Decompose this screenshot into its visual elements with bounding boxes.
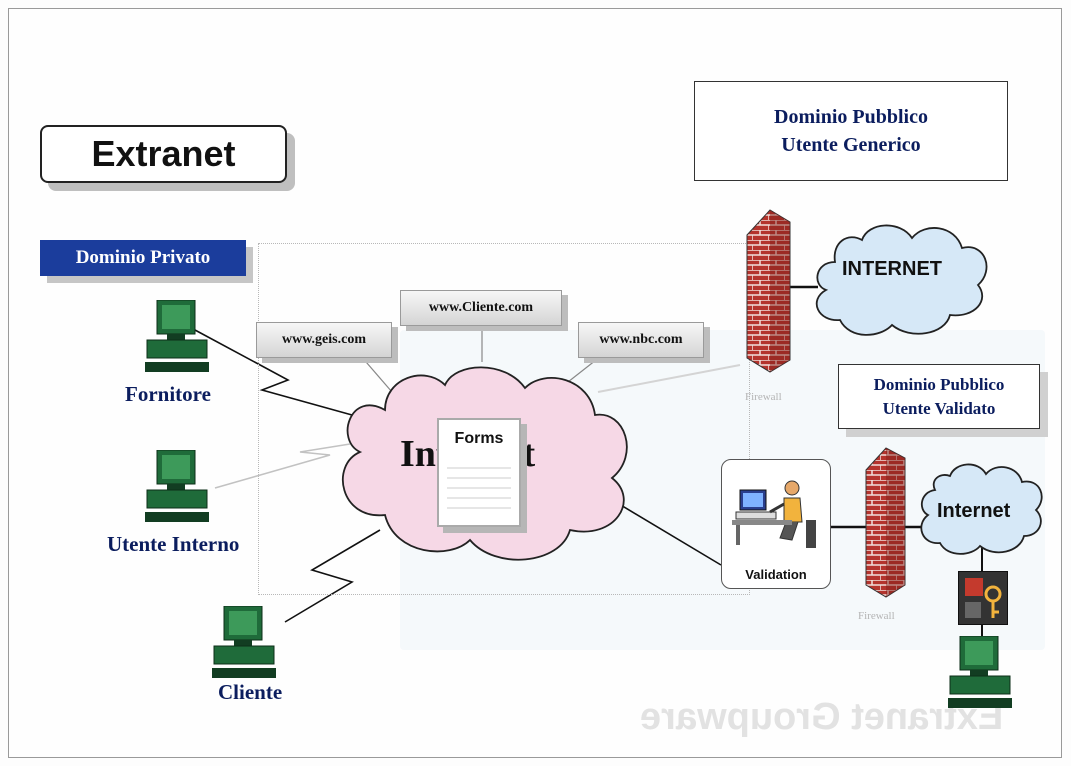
private-domain-label: Dominio Privato <box>40 240 246 276</box>
validated-domain-line2: Utente Validato <box>882 398 996 418</box>
server-cliente: www.Cliente.com <box>400 290 562 326</box>
link-server-nbc <box>567 359 597 383</box>
internet-bottom-cloud-icon <box>920 463 1043 555</box>
link-intranet-firewall <box>597 364 741 393</box>
link-utente-interno <box>214 443 351 489</box>
computer-validated-user-icon <box>948 636 1012 708</box>
user-label-cliente: Cliente <box>218 680 283 704</box>
keys-glyph <box>965 578 1002 618</box>
forms-label: Forms <box>454 430 504 447</box>
internet-bottom-label: Internet <box>937 500 1011 522</box>
firewall-bottom-icon <box>865 447 906 598</box>
person-at-computer-icon <box>732 480 816 548</box>
computer-utente-interno-icon <box>145 450 209 522</box>
validated-domain-box: Dominio Pubblico Utente Validato <box>838 364 1040 429</box>
validated-domain-line1: Dominio Pubblico <box>873 374 1005 394</box>
forms-document-icon: Forms <box>437 418 521 527</box>
computer-cliente-icon <box>212 606 276 678</box>
server-nbc: www.nbc.com <box>578 322 704 358</box>
internet-top-label: INTERNET <box>842 258 942 280</box>
validation-card: Validation <box>721 459 831 589</box>
server-geis: www.geis.com <box>256 322 392 358</box>
keys-icon <box>958 571 1008 625</box>
user-label-fornitore: Fornitore <box>125 382 211 406</box>
firewall-top-caption: Firewall <box>745 391 782 403</box>
firewall-top-icon <box>746 209 791 373</box>
public-domain-line1: Dominio Pubblico <box>774 106 928 128</box>
private-zone-border <box>258 243 750 595</box>
forms-lines <box>447 467 511 509</box>
user-label-utente-interno: Utente Interno <box>107 532 240 556</box>
link-cliente <box>284 529 381 623</box>
validation-label: Validation <box>745 567 807 582</box>
firewall-bottom-caption: Firewall <box>858 610 895 622</box>
link-server-geis <box>359 354 393 393</box>
computer-fornitore-icon <box>145 300 209 372</box>
internet-top-cloud-icon <box>815 224 988 336</box>
public-domain-box: Dominio Pubblico Utente Generico <box>694 81 1008 181</box>
public-domain-line2: Utente Generico <box>781 134 921 156</box>
page-title: Extranet <box>40 125 287 183</box>
link-fornitore <box>194 329 371 421</box>
